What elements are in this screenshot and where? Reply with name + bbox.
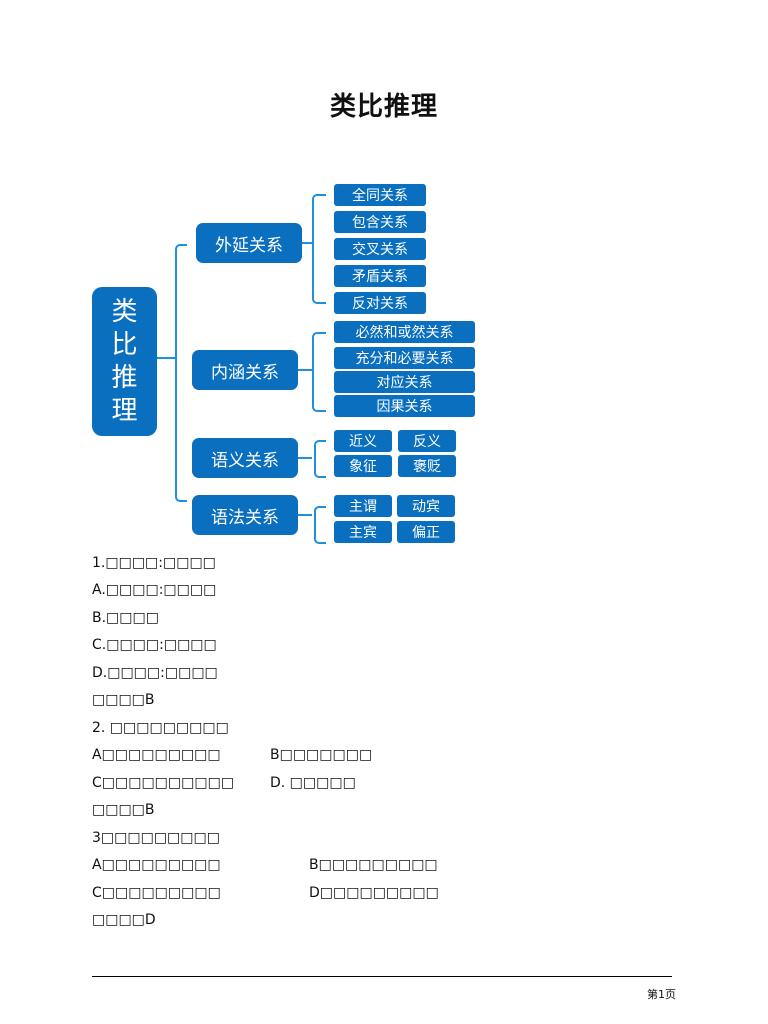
- question-option: C□□□□□□□□□□: [92, 775, 235, 791]
- item-label: 充分和必要关系: [355, 351, 454, 367]
- question-answer: □□□□D: [92, 912, 156, 928]
- connector: [157, 357, 175, 359]
- item-label: 全同关系: [352, 188, 408, 204]
- question-option: B□□□□□□□: [270, 747, 373, 763]
- footer-divider: [92, 976, 672, 977]
- item-bracket: [314, 440, 326, 478]
- question-option: A□□□□□□□□□: [92, 857, 221, 873]
- item-node: 褒贬: [398, 455, 456, 477]
- question-option: B□□□□□□□□□: [309, 857, 438, 873]
- root-char: 类: [111, 296, 138, 327]
- item-node: 反对关系: [334, 292, 426, 314]
- category-label: 内涵关系: [211, 362, 279, 383]
- question-option: A□□□□□□□□□: [92, 747, 221, 763]
- item-label: 交叉关系: [352, 242, 408, 258]
- category-label: 语法关系: [211, 507, 279, 528]
- page-number: 第1页: [647, 988, 676, 1001]
- item-label: 偏正: [412, 525, 440, 541]
- question-option: D□□□□□□□□□: [309, 885, 439, 901]
- item-label: 主宾: [349, 525, 377, 541]
- item-node: 主宾: [334, 521, 392, 543]
- question-option: D.□□□□:□□□□: [92, 665, 218, 681]
- question-option: A.□□□□:□□□□: [92, 582, 217, 598]
- item-bracket: [314, 506, 326, 544]
- question-stem: 2. □□□□□□□□□: [92, 720, 229, 736]
- item-label: 象征: [349, 459, 377, 475]
- item-bracket: [312, 194, 326, 304]
- item-label: 对应关系: [376, 375, 433, 391]
- item-label: 褒贬: [413, 459, 441, 475]
- item-label: 矛盾关系: [352, 269, 408, 285]
- item-node: 主谓: [334, 495, 392, 517]
- item-label: 反对关系: [352, 296, 408, 312]
- category-label: 外延关系: [215, 235, 283, 256]
- item-label: 因果关系: [376, 399, 433, 415]
- category-node: 内涵关系: [192, 350, 298, 390]
- question-stem: 1.□□□□:□□□□: [92, 555, 216, 571]
- item-node: 近义: [334, 430, 392, 452]
- item-node: 象征: [334, 455, 392, 477]
- item-node: 全同关系: [334, 184, 426, 206]
- item-bracket: [312, 332, 326, 412]
- item-node: 充分和必要关系: [334, 347, 475, 369]
- item-label: 包含关系: [352, 215, 408, 231]
- item-node: 偏正: [397, 521, 455, 543]
- root-char: 理: [111, 395, 138, 426]
- item-node: 对应关系: [334, 371, 475, 393]
- question-option: C.□□□□:□□□□: [92, 637, 217, 653]
- item-node: 必然和或然关系: [334, 321, 475, 343]
- item-label: 必然和或然关系: [355, 325, 454, 341]
- item-node: 交叉关系: [334, 238, 426, 260]
- question-option: B.□□□□: [92, 610, 159, 626]
- category-bracket: [175, 244, 187, 502]
- item-label: 反义: [413, 434, 441, 450]
- category-node: 语法关系: [192, 495, 298, 535]
- page-title: 类比推理: [329, 92, 438, 122]
- connector: [298, 457, 312, 459]
- item-node: 因果关系: [334, 395, 475, 417]
- connector: [302, 242, 312, 244]
- mind-map: 类 比 推 理 外延关系 内涵关系 语义关系 语法关系 全同关系 包含关系 交叉…: [92, 184, 475, 544]
- category-node: 语义关系: [192, 438, 298, 478]
- item-label: 近义: [349, 434, 377, 450]
- root-char: 比: [111, 329, 138, 360]
- connector: [298, 369, 312, 371]
- question-option: C□□□□□□□□□: [92, 885, 221, 901]
- root-char: 推: [111, 362, 138, 393]
- item-node: 反义: [398, 430, 456, 452]
- item-node: 包含关系: [334, 211, 426, 233]
- category-label: 语义关系: [211, 450, 279, 471]
- category-node: 外延关系: [196, 223, 302, 263]
- item-node: 动宾: [397, 495, 455, 517]
- question-option: D. □□□□□: [270, 775, 356, 791]
- question-stem: 3□□□□□□□□□: [92, 830, 220, 846]
- item-label: 主谓: [349, 499, 377, 515]
- root-node: 类 比 推 理: [92, 287, 157, 436]
- connector: [298, 514, 312, 516]
- question-answer: □□□□B: [92, 802, 155, 818]
- item-label: 动宾: [412, 499, 440, 515]
- item-node: 矛盾关系: [334, 265, 426, 287]
- question-answer: □□□□B: [92, 692, 155, 708]
